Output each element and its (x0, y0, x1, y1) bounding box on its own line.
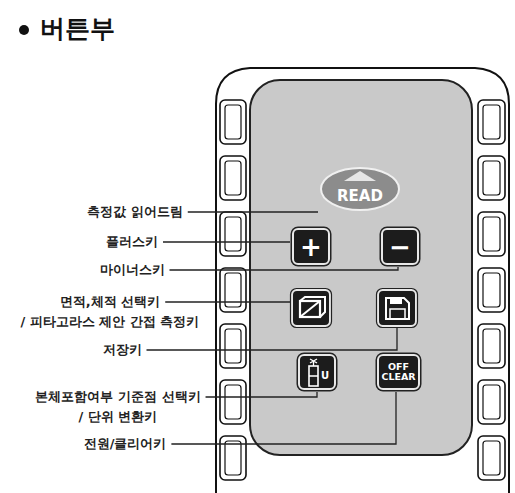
area-volume-key (291, 289, 332, 328)
grip-ridge (220, 100, 246, 144)
grip-ridge (478, 380, 505, 424)
grip-ridge-inner (225, 329, 241, 363)
grip-ridge (220, 156, 246, 200)
key-label: READ (337, 189, 383, 204)
grip-ridge (220, 436, 246, 480)
grip-ridge-inner (225, 385, 241, 419)
key-label: OFF CLEAR (379, 362, 418, 383)
section-title: 버튼부 (40, 12, 115, 45)
callout-label: 플러스키 (106, 232, 158, 252)
key-label: + (300, 234, 322, 260)
grip-ridge-inner (483, 217, 500, 251)
grip-ridge-inner (225, 441, 241, 475)
grip-ridge (220, 212, 246, 256)
leader-line (165, 301, 290, 302)
grip-ridge-inner (483, 161, 500, 195)
save-key (377, 289, 418, 328)
leader-line (171, 392, 396, 444)
grip-ridge (478, 100, 505, 144)
read-key: READ (319, 166, 401, 212)
callout-label: 저장키 (103, 340, 142, 360)
minus-key: − (381, 228, 419, 265)
key-label: − (389, 234, 411, 260)
leader-line (147, 328, 398, 350)
callout-label: 본체포함여부 기준점 선택키 / 단위 변환키 (35, 387, 200, 427)
leader-line (206, 392, 317, 397)
callout-label: 전원/클리어키 (84, 434, 167, 454)
callout-label: 마이너스키 (100, 260, 165, 280)
reference-unit-key: U (298, 354, 336, 390)
grip-ridge-inner (483, 329, 500, 363)
leader-line (170, 267, 399, 270)
keypad-panel (250, 80, 472, 455)
leader-line (163, 241, 290, 242)
title-bullet (19, 25, 29, 35)
grip-ridge-inner (483, 105, 500, 139)
grip-ridge-inner (225, 105, 241, 139)
power-clear-key: OFF CLEAR (377, 354, 420, 390)
callout-label: 면적,체적 선택키 / 피타고라스 제안 간접 측정키 (21, 292, 200, 332)
leader-line (188, 211, 318, 212)
grip-ridge (478, 268, 505, 312)
plus-key: + (292, 228, 330, 265)
callout-label: 측정값 읽어드림 (87, 202, 183, 222)
grip-ridge-inner (483, 441, 500, 475)
grip-ridge-inner (225, 161, 241, 195)
grip-ridge (220, 380, 246, 424)
grip-ridge (478, 436, 505, 480)
key-label: U (321, 370, 329, 381)
grip-ridge (478, 212, 505, 256)
grip-ridge-inner (225, 217, 241, 251)
grip-ridge-inner (483, 273, 500, 307)
grip-ridge (478, 324, 505, 368)
grip-ridge (220, 268, 246, 312)
grip-ridge (220, 324, 246, 368)
grip-ridge-inner (483, 385, 500, 419)
grip-ridge (478, 156, 505, 200)
housing-outline (216, 68, 509, 493)
